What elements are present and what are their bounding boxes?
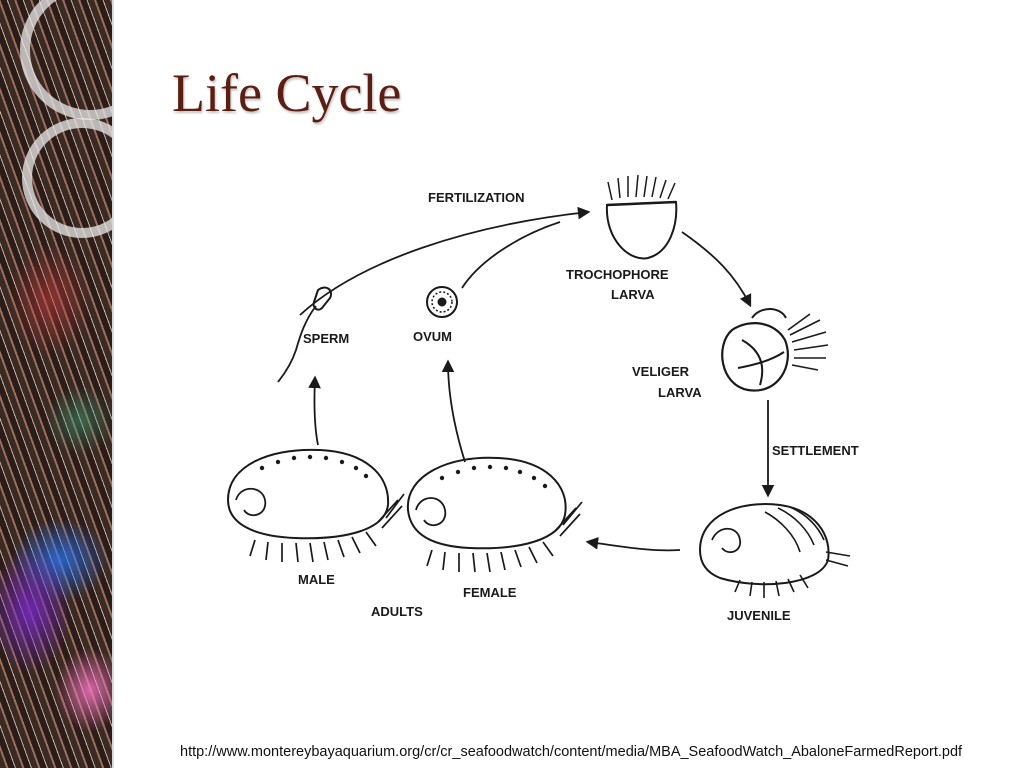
label-sperm: SPERM: [303, 331, 349, 346]
arrow-trochophore-to-veliger: [681, 231, 752, 308]
label-trochophore-line1: TROCHOPHORE: [566, 267, 669, 282]
decorative-ring-top: [20, 0, 114, 120]
source-url: http://www.montereybayaquarium.org/cr/cr…: [180, 744, 963, 760]
sperm-illustration: [277, 286, 332, 383]
decorative-ring-middle: [22, 118, 114, 238]
label-adults: ADULTS: [371, 604, 423, 619]
label-veliger-line1: VELIGER: [632, 364, 690, 379]
label-trochophore-line2: LARVA: [611, 287, 655, 302]
label-male: MALE: [298, 572, 335, 587]
arrow-female-to-ovum: [441, 359, 466, 463]
trochophore-larva-illustration: [605, 174, 678, 260]
label-settlement: SETTLEMENT: [772, 443, 859, 458]
slide-title: Life Cycle: [172, 63, 402, 123]
decorative-side-strip: [0, 0, 114, 768]
ovum-illustration: [426, 286, 458, 318]
cycle-arrows: [299, 206, 775, 552]
male-abalone-illustration: [226, 448, 405, 563]
arrow-ovum-to-fertilization: [461, 221, 561, 289]
female-abalone-illustration: [406, 456, 583, 573]
juvenile-abalone-illustration: [698, 503, 851, 598]
label-fertilization: FERTILIZATION: [428, 190, 525, 205]
label-female: FEMALE: [463, 585, 517, 600]
arrow-male-to-sperm: [308, 375, 321, 446]
label-juvenile: JUVENILE: [727, 608, 791, 623]
veliger-larva-illustration: [721, 308, 829, 392]
arrow-juvenile-to-adults: [585, 536, 681, 552]
arrow-sperm-to-fertilization: [299, 206, 591, 316]
label-veliger-line2: LARVA: [658, 385, 702, 400]
abalone-life-cycle-diagram: FERTILIZATION TROCHOPHORE LARVA VELIGER …: [226, 174, 859, 623]
label-ovum: OVUM: [413, 329, 452, 344]
strip-divider: [112, 0, 114, 768]
